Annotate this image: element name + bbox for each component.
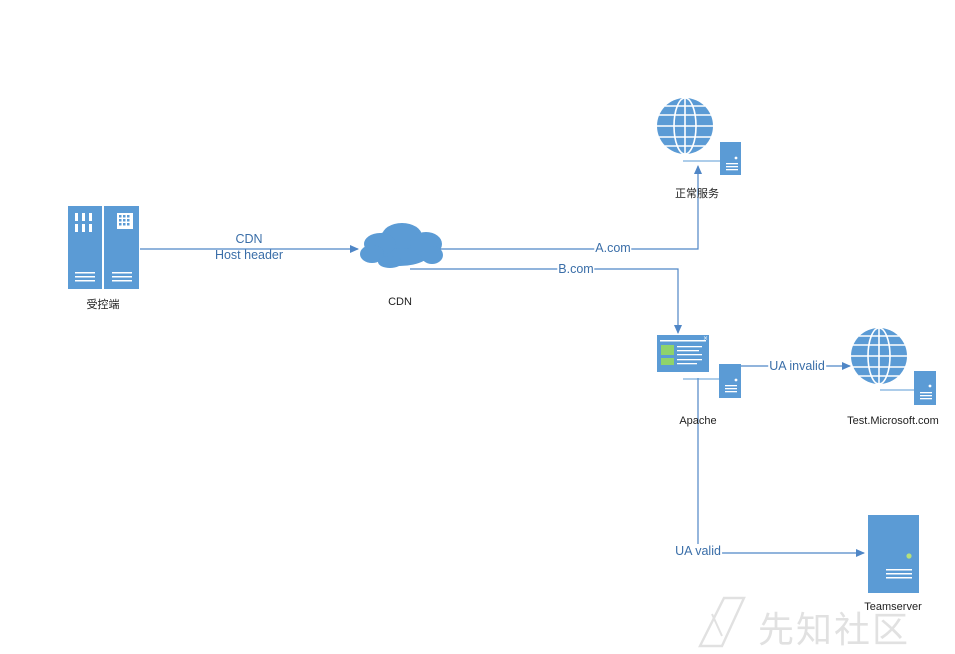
normal-service-label: 正常服务: [675, 188, 719, 200]
xianzhi-logo-icon: [698, 596, 746, 648]
cloud-icon: [360, 223, 443, 268]
watermark-text: 先知社区: [758, 610, 911, 651]
svg-text:×: ×: [703, 335, 708, 342]
test-microsoft-globe-icon: [851, 327, 936, 405]
web-server-page-icon: ×: [657, 335, 741, 398]
edge-cdn-to-apache: [410, 268, 682, 334]
apache-label: Apache: [679, 415, 717, 427]
server-rack-icon: [68, 206, 139, 289]
teamserver-label: Teamserver: [864, 601, 922, 613]
edge-cdn-to-normal-service: [440, 165, 702, 250]
test-microsoft-label: Test.Microsoft.com: [847, 415, 939, 427]
connectors: [140, 165, 865, 557]
edge-label-ua-valid: UA valid: [674, 544, 722, 558]
edge-label-cdn-line: CDN: [235, 232, 263, 246]
edge-label-client-cdn: CDN Host header: [214, 231, 284, 263]
edge-label-b-com: B.com: [557, 262, 595, 276]
cdn-label: CDN: [388, 296, 412, 308]
edge-label-ua-invalid: UA invalid: [768, 359, 826, 373]
edge-label-a-com: A.com: [594, 241, 632, 255]
tower-server-icon: [868, 515, 919, 593]
edge-apache-to-teamserver: [697, 378, 865, 557]
web-server-globe-icon: [657, 97, 741, 175]
edge-label-host-header-line: Host header: [214, 248, 284, 262]
client-label: 受控端: [86, 299, 120, 311]
